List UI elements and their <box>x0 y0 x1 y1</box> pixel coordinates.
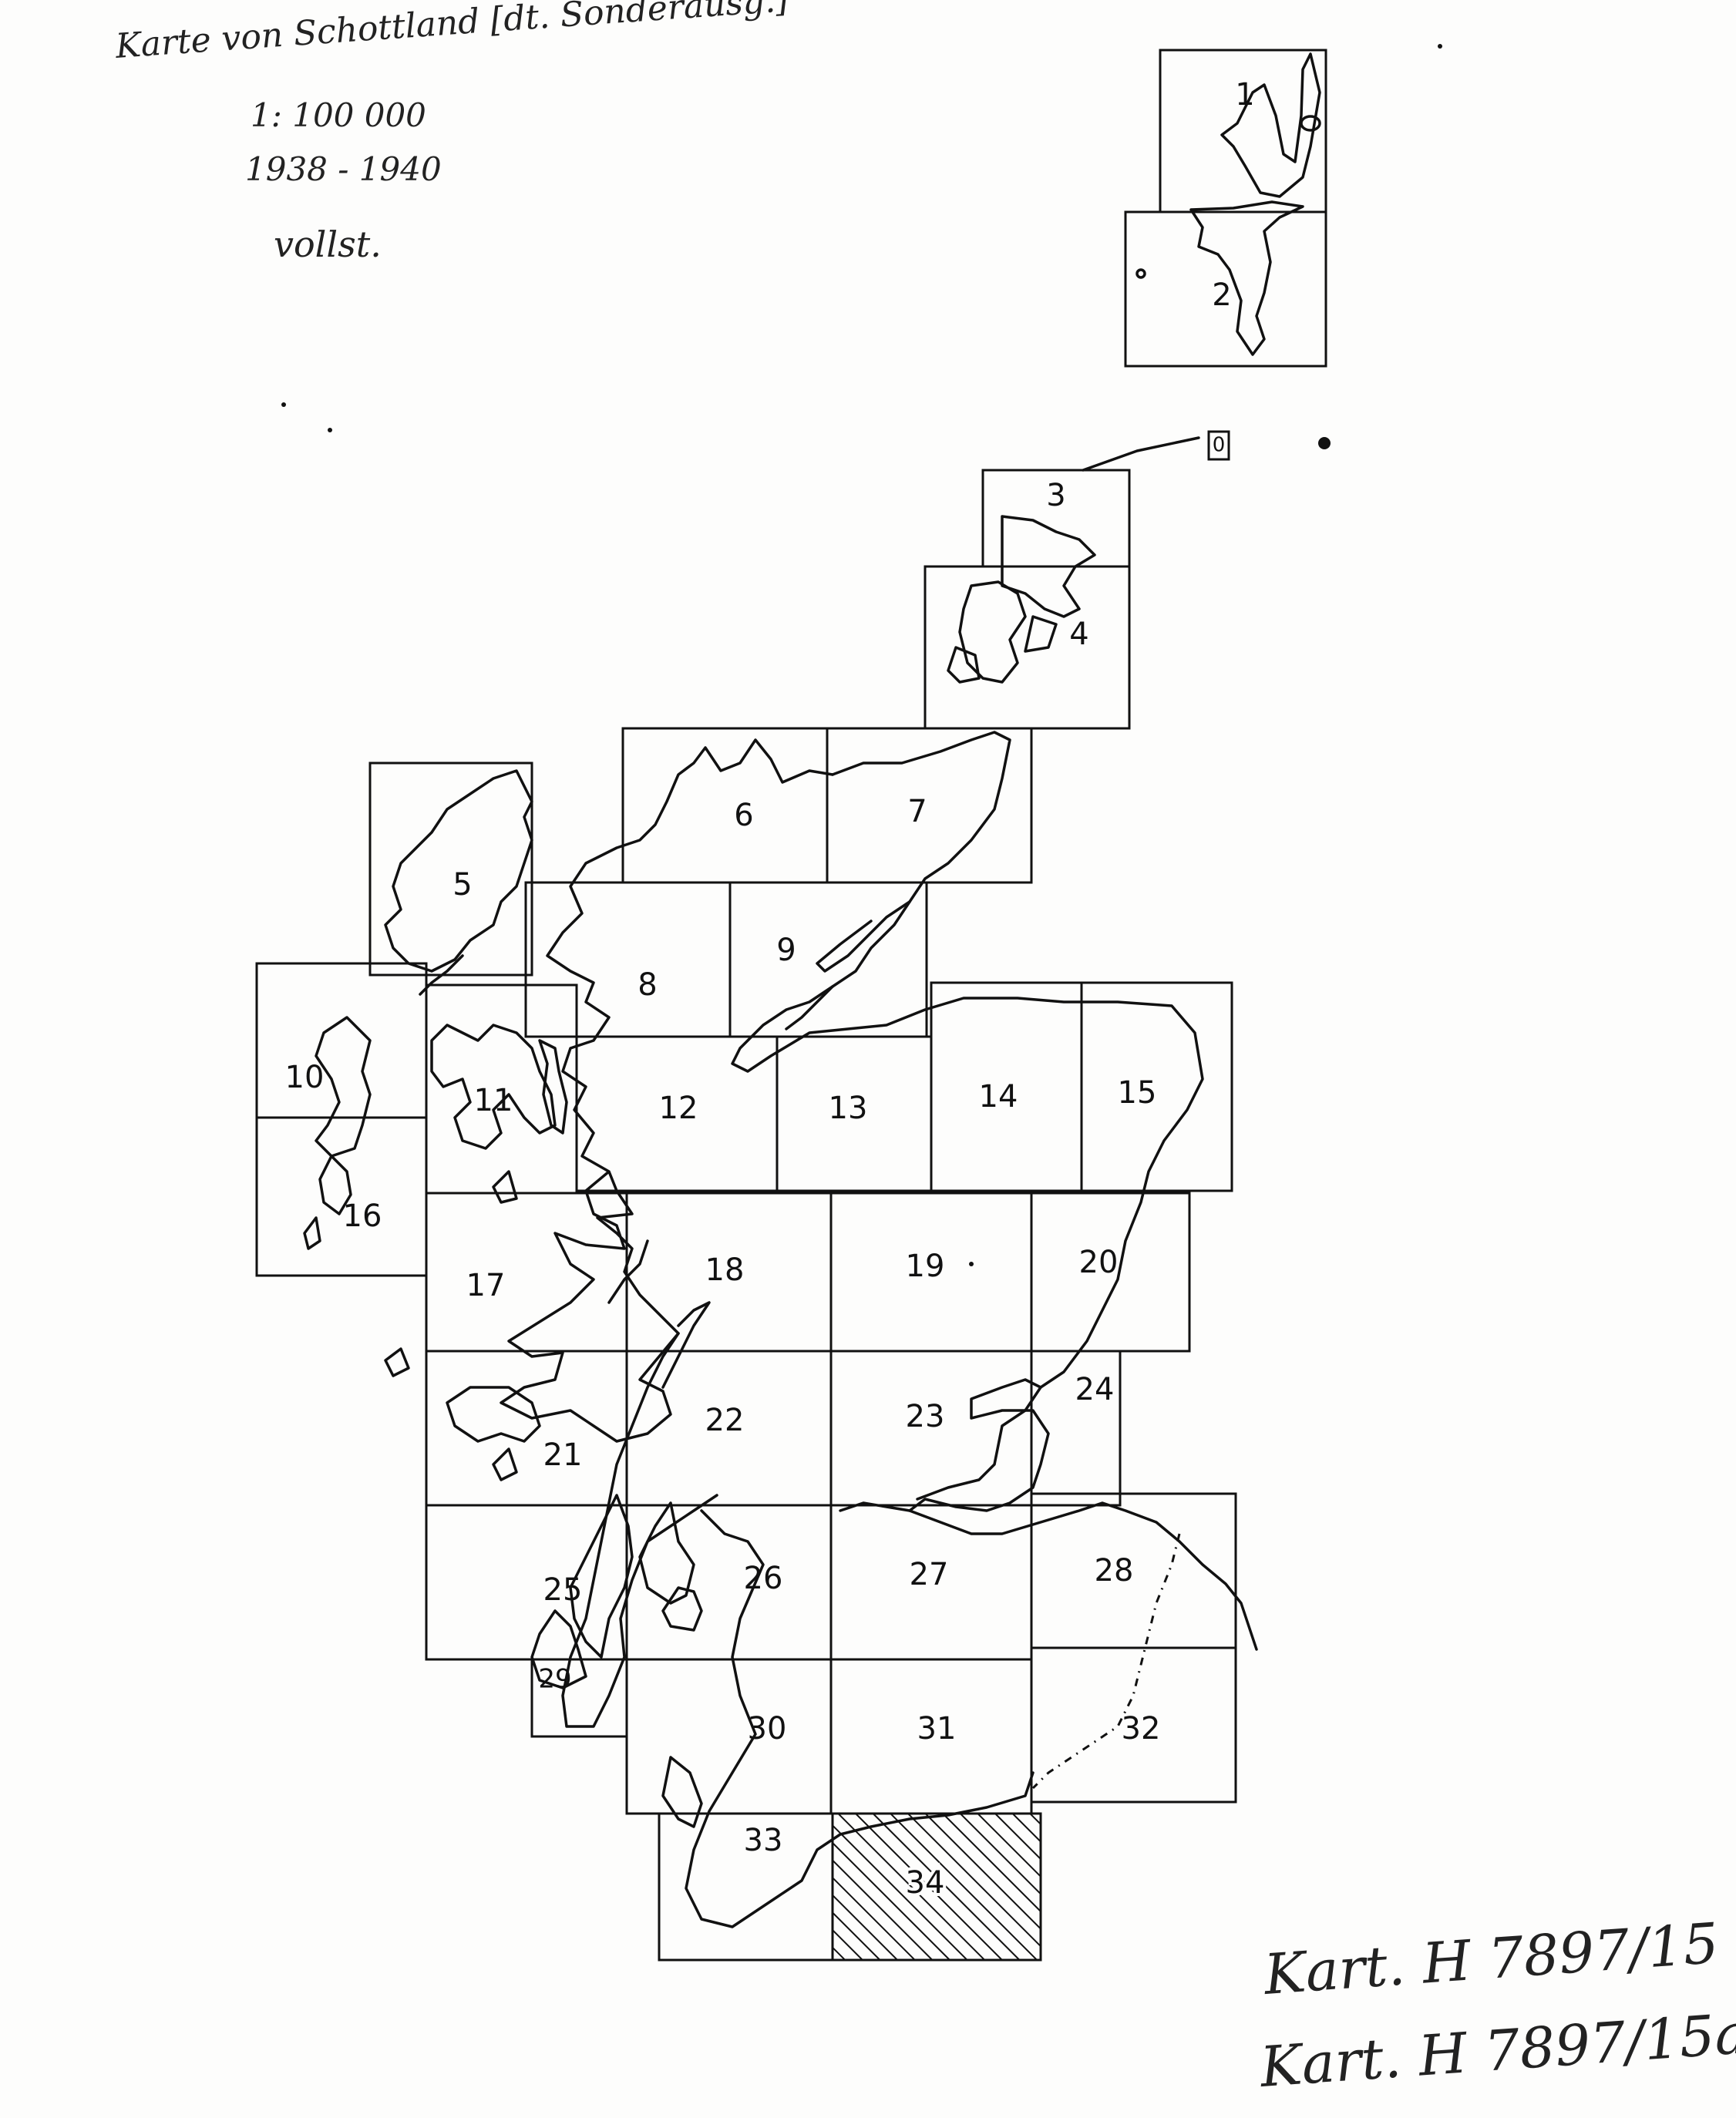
sheet-frame <box>621 727 829 884</box>
sheet-label: 32 <box>1122 1711 1161 1747</box>
sheet-27[interactable]: 27 <box>829 1504 1033 1661</box>
sheet-label: 17 <box>466 1268 506 1303</box>
sheet-33[interactable]: 33 <box>658 1812 834 1962</box>
sheet-label: 30 <box>748 1711 787 1747</box>
sheet-9[interactable]: 9 <box>728 881 928 1038</box>
sheet-label: 8 <box>638 967 657 1003</box>
sheet-label: 31 <box>917 1711 957 1747</box>
sheet-frame <box>1030 1646 1237 1804</box>
sheet-label: 12 <box>659 1091 698 1126</box>
sheet-frame <box>255 1116 428 1277</box>
sheet-label: 11 <box>474 1083 513 1118</box>
sheet-label: 13 <box>829 1091 868 1126</box>
sheet-18[interactable]: 18 <box>625 1192 833 1353</box>
sheet-frame <box>826 727 1033 884</box>
handwritten-years: 1938 - 1940 <box>245 150 442 188</box>
sheet-0[interactable]: 0 <box>1207 430 1230 461</box>
sheet-3[interactable]: 3 <box>981 469 1131 568</box>
sheet-frame <box>1124 210 1327 368</box>
sheet-32[interactable]: 32 <box>1030 1646 1237 1804</box>
sheet-label: 26 <box>744 1561 783 1596</box>
sheet-frame <box>1207 430 1230 461</box>
sheet-label: 24 <box>1075 1372 1115 1407</box>
sheet-6[interactable]: 6 <box>621 727 829 884</box>
sheet-29[interactable]: 29 <box>530 1658 628 1738</box>
sheet-label: 22 <box>705 1403 745 1438</box>
sheet-label: 23 <box>906 1399 945 1434</box>
sheet-label: 2 <box>1212 277 1231 313</box>
sheet-label: 6 <box>734 798 753 833</box>
handwritten-status: vollst. <box>274 224 382 265</box>
sheet-11[interactable]: 11 <box>425 983 578 1195</box>
sheet-15[interactable]: 15 <box>1080 981 1233 1192</box>
sheet-30[interactable]: 30 <box>625 1658 833 1815</box>
sheet-10[interactable]: 10 <box>255 962 428 1119</box>
sheet-label: 14 <box>979 1079 1018 1114</box>
sheet-frame <box>831 1812 1042 1962</box>
sheet-12[interactable]: 12 <box>575 1035 779 1192</box>
sheet-frame <box>255 962 428 1119</box>
sheet-1[interactable]: 1 <box>1159 49 1327 213</box>
sheet-frame <box>1030 1350 1122 1507</box>
sheet-label: 19 <box>906 1249 945 1284</box>
sheet-14[interactable]: 14 <box>930 981 1083 1192</box>
sheet-label: 7 <box>907 794 927 829</box>
sheet-16[interactable]: 16 <box>255 1116 428 1277</box>
sheet-label: 10 <box>285 1060 325 1095</box>
sheet-13[interactable]: 13 <box>775 1035 933 1192</box>
sheet-label: 15 <box>1118 1075 1157 1111</box>
sheet-label: 5 <box>453 867 472 903</box>
sheet-17[interactable]: 17 <box>425 1192 628 1353</box>
sheet-25[interactable]: 25 <box>425 1504 628 1661</box>
sheet-19[interactable]: 19 <box>829 1192 1033 1353</box>
sheet-frame <box>425 1504 628 1661</box>
sheet-frame <box>524 881 732 1038</box>
sheet-5[interactable]: 5 <box>368 761 533 977</box>
sheet-label: 1 <box>1235 77 1254 113</box>
sheet-22[interactable]: 22 <box>625 1350 833 1507</box>
sheet-label: 3 <box>1046 478 1065 513</box>
sheet-2[interactable]: 2 <box>1124 210 1327 368</box>
sheet-label: 28 <box>1095 1553 1134 1588</box>
sheet-label: 34 <box>906 1865 945 1901</box>
sheet-label: 16 <box>343 1199 382 1234</box>
sheet-frame <box>625 1504 833 1661</box>
sheet-frame <box>728 881 928 1038</box>
sheet-label: 18 <box>705 1252 745 1288</box>
sheet-34[interactable]: 34 <box>831 1812 1042 1962</box>
sheet-label: 33 <box>744 1823 783 1858</box>
sheet-frame <box>625 1658 833 1815</box>
sheet-frame <box>368 761 533 977</box>
sheet-label: 4 <box>1069 617 1088 652</box>
sheet-31[interactable]: 31 <box>829 1658 1033 1815</box>
sheet-label: 21 <box>543 1437 583 1473</box>
sheet-label: 0 <box>1213 434 1226 457</box>
sheet-label: 20 <box>1079 1245 1119 1280</box>
sheet-26[interactable]: 26 <box>625 1504 833 1661</box>
sheet-label: 25 <box>543 1572 583 1608</box>
sheet-24[interactable]: 24 <box>1030 1350 1122 1507</box>
sheet-label: 27 <box>910 1557 949 1592</box>
sheet-label: 9 <box>776 933 796 968</box>
sheet-20[interactable]: 20 <box>1030 1192 1191 1353</box>
sheet-8[interactable]: 8 <box>524 881 732 1038</box>
sheet-frame <box>1080 981 1233 1192</box>
sheet-frame <box>1159 49 1327 213</box>
sheet-7[interactable]: 7 <box>826 727 1033 884</box>
sheet-label: 29 <box>538 1664 571 1695</box>
handwritten-scale: 1: 100 000 <box>251 96 426 134</box>
